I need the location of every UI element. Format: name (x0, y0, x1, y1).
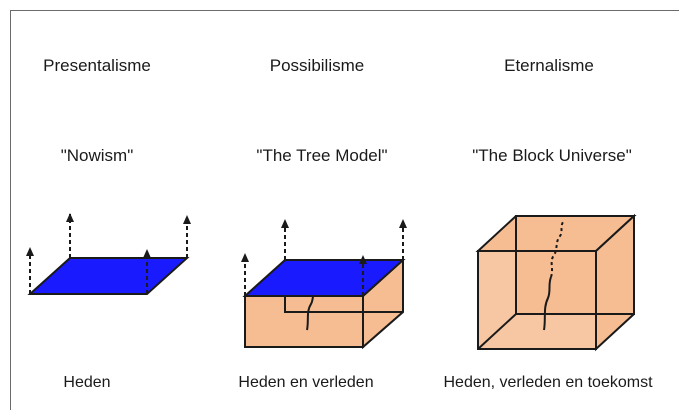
presentalisme-title: Presentalisme (43, 56, 151, 75)
presentalisme-plane-figure (26, 213, 191, 295)
arrowhead-icon (281, 219, 289, 228)
possibilisme-subtitle: "The Tree Model" (256, 146, 388, 165)
arrowhead-icon (66, 213, 74, 222)
possibilisme-caption: Heden en verleden (238, 374, 374, 391)
block-front-face (477, 250, 597, 350)
arrowhead-icon (359, 255, 367, 264)
eternalisme-block-figure (475, 213, 637, 352)
eternalisme-caption: Heden, verleden en toekomst (443, 374, 653, 391)
eternalisme-subtitle: "The Block Universe" (472, 146, 632, 165)
possibilisme-tree-figure (241, 219, 407, 350)
arrowhead-icon (143, 249, 151, 258)
eternalisme-title: Eternalisme (504, 56, 594, 75)
block-inner-edge (284, 296, 403, 313)
present-plane (27, 257, 190, 295)
possibilisme-title: Possibilisme (269, 56, 365, 75)
presentalisme-subtitle: "Nowism" (60, 146, 134, 165)
arrowhead-icon (183, 215, 191, 224)
arrowhead-icon (241, 253, 249, 262)
arrowhead-icon (26, 247, 34, 256)
presentalisme-caption: Heden (63, 374, 111, 391)
past-block-front (244, 295, 364, 348)
world-line (543, 276, 552, 331)
block-inner-edge (477, 313, 517, 350)
arrowhead-icon (399, 219, 407, 228)
future-world-line (550, 221, 564, 278)
